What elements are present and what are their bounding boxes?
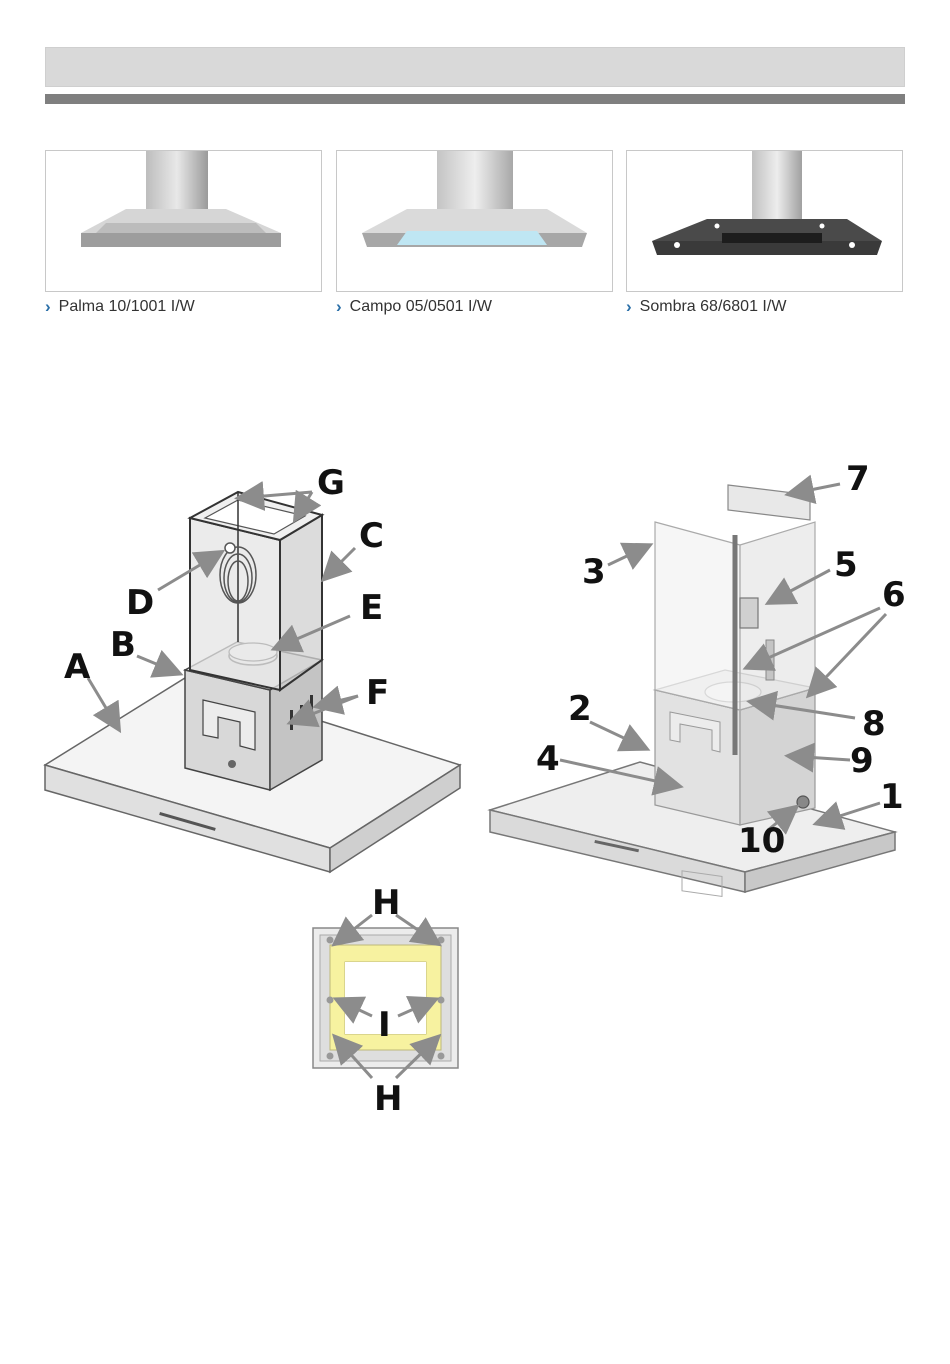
callout-8: 8 bbox=[862, 704, 886, 744]
callout-6: 6 bbox=[882, 575, 906, 615]
callout-f: F bbox=[366, 673, 389, 713]
bracket-diagram: H I H bbox=[313, 883, 458, 1119]
callout-i: I bbox=[378, 1005, 391, 1045]
callout-g: G bbox=[317, 463, 345, 503]
callout-10: 10 bbox=[738, 821, 785, 861]
callout-2: 2 bbox=[568, 689, 592, 729]
callout-d: D bbox=[126, 583, 154, 623]
callout-c: C bbox=[359, 516, 384, 556]
callout-a: A bbox=[64, 647, 91, 687]
left-hood-diagram: A B C D E F G bbox=[45, 463, 460, 872]
callout-h-bottom: H bbox=[374, 1079, 402, 1119]
right-hood-diagram: 1 2 3 4 5 6 7 8 9 10 bbox=[490, 459, 906, 896]
callout-e: E bbox=[360, 588, 383, 628]
callout-b: B bbox=[110, 625, 136, 665]
callout-h-top: H bbox=[372, 883, 400, 923]
callout-3: 3 bbox=[582, 552, 606, 592]
callout-9: 9 bbox=[850, 741, 874, 781]
callout-5: 5 bbox=[834, 545, 858, 585]
callout-7: 7 bbox=[846, 459, 870, 499]
callout-1: 1 bbox=[880, 777, 904, 817]
callout-4: 4 bbox=[536, 739, 560, 779]
